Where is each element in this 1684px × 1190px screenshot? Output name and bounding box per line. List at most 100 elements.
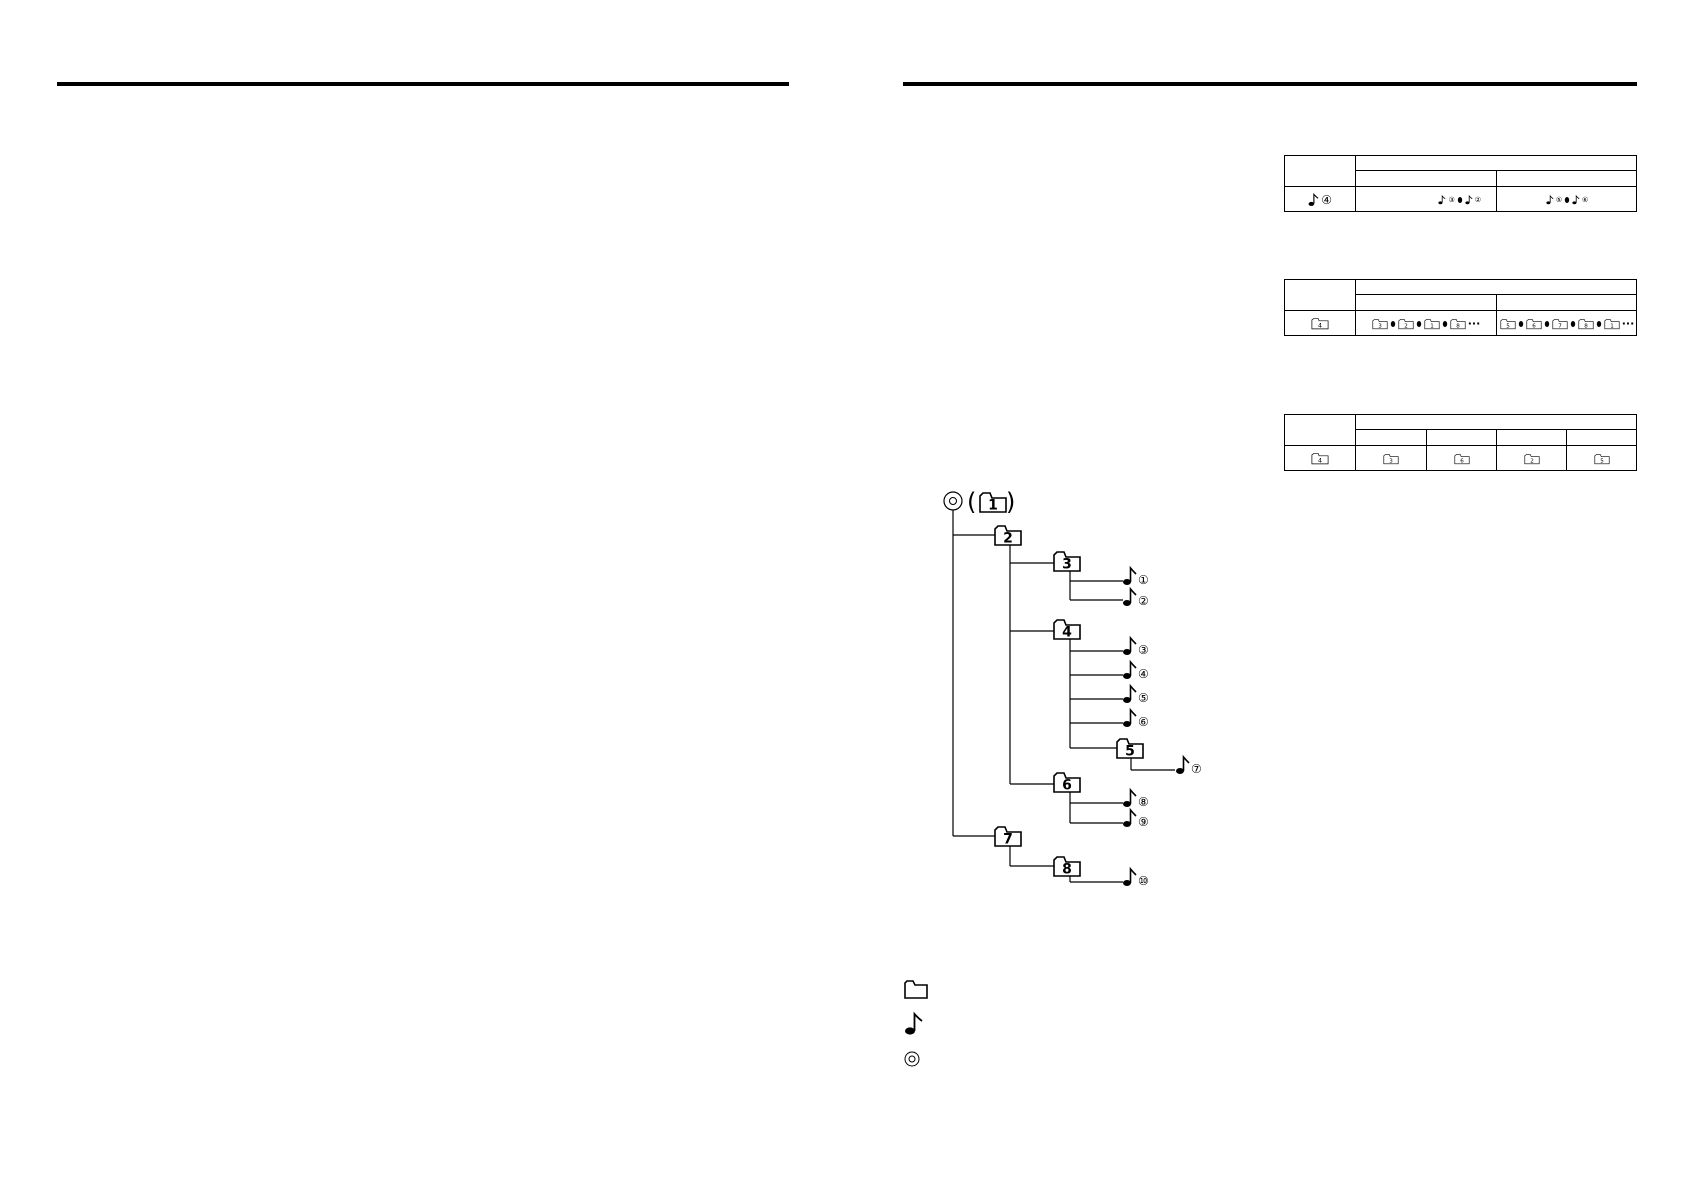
svg-text:⑦: ⑦ [1191,762,1202,776]
folder-icon: 5 [1594,453,1610,464]
track-file: ④ [1123,659,1149,681]
svg-text:3: 3 [1062,557,1072,573]
svg-text:8: 8 [1062,862,1072,878]
track-file: ① [1123,565,1149,587]
svg-text:5: 5 [1506,323,1510,329]
svg-text:2: 2 [1404,323,1408,329]
arrow-bullet-icon [1570,320,1575,327]
svg-text:3: 3 [1378,323,1382,329]
tree-folder-6: 6 [1053,772,1081,794]
svg-text:①: ① [1138,573,1149,587]
folder-icon: 6 [1526,318,1542,329]
folder-icon: 4 [1311,318,1329,329]
folder-icon [903,978,929,1004]
svg-text:(: ( [967,488,976,516]
table3-folder-cell: 5 [1567,446,1637,471]
svg-text:6: 6 [1062,778,1072,794]
svg-text:4: 4 [1062,625,1072,641]
root-folder-icon: 1 [979,492,1007,514]
table2-current-folder: 4 [1285,311,1355,336]
svg-text:2: 2 [1530,458,1534,464]
folder-icon: 1 [1604,318,1620,329]
folder-icon: 4 [1311,453,1329,464]
tree-folder-4: 4 [1053,619,1081,641]
arrow-bullet-icon [1416,320,1421,327]
folder-icon: 7 [1552,318,1568,329]
svg-text:5: 5 [1125,744,1135,760]
arrow-bullet-icon [1390,320,1395,327]
svg-text:4: 4 [1318,457,1322,464]
track-file: ⑨ [1123,807,1149,829]
folder-icon: 5 [1500,318,1516,329]
disc-icon [904,1051,920,1071]
tree-folder-5: 5 [1116,738,1144,760]
track-file: ⑥ [1123,707,1149,729]
svg-text:1: 1 [988,498,998,514]
track-file: ③ [1123,635,1149,657]
folder-select-table: 4 3 6 2 5 [1284,414,1637,471]
music-note-icon [1572,194,1580,204]
folder-icon: 3 [1372,318,1388,329]
svg-text:1: 1 [1610,323,1614,329]
tree-folder-2: 2 [994,525,1022,547]
track-file: ⑦ [1176,754,1202,776]
arrow-bullet-icon [1457,196,1462,203]
music-note-icon [1308,192,1319,206]
svg-text:5: 5 [1600,458,1604,464]
tree-folder-8: 8 [1053,856,1081,878]
arrow-bullet-icon [1564,196,1570,203]
svg-text:2: 2 [1003,531,1013,547]
arrow-bullet-icon [1544,320,1549,327]
svg-text:⑥: ⑥ [1138,715,1149,729]
svg-text:6: 6 [1532,323,1536,329]
table1-current-track: ④ [1285,187,1355,212]
svg-text:): ) [1006,488,1015,516]
svg-text:7: 7 [1558,323,1562,329]
svg-text:3: 3 [1389,458,1393,464]
svg-text:④: ④ [1138,667,1149,681]
svg-text:4: 4 [1318,322,1322,329]
table3-folder-cell: 2 [1497,446,1566,471]
folder-icon: 6 [1453,453,1470,464]
music-note-icon [1465,194,1473,204]
track-file: ⑩ [1123,866,1149,888]
folder-icon: 8 [1578,318,1594,329]
svg-text:②: ② [1138,594,1149,608]
track-file: ⑤ [1123,683,1149,705]
arrow-bullet-icon [1442,320,1447,327]
track-file: ② [1123,586,1149,608]
right-page-top-rule [903,82,1637,86]
table3-current-folder: 4 [1285,446,1355,471]
folder-icon: 2 [1398,318,1414,329]
tree-folder-7: 7 [994,826,1022,848]
left-page-top-rule [57,82,789,86]
music-note-icon [904,1011,924,1040]
tree-folder-3: 3 [1053,551,1081,573]
svg-text:6: 6 [1460,458,1464,464]
svg-text:⑩: ⑩ [1138,874,1149,888]
music-note-icon [1438,194,1446,204]
music-note-icon [1546,194,1554,204]
folder-icon: 1 [1424,318,1440,329]
svg-text:8: 8 [1584,323,1588,329]
svg-text:8: 8 [1456,323,1460,329]
folder-icon: 3 [1383,453,1399,464]
folder-icon: 8 [1450,318,1466,329]
svg-text:⑤: ⑤ [1138,691,1149,705]
disc-icon [943,491,963,511]
folder-icon: 2 [1523,453,1540,464]
svg-text:1: 1 [1430,323,1434,329]
svg-text:③: ③ [1138,643,1149,657]
svg-text:⑧: ⑧ [1138,795,1149,809]
table3-folder-cell: 3 [1356,446,1426,471]
svg-text:7: 7 [1003,832,1013,848]
arrow-bullet-icon [1518,320,1523,327]
table3-folder-cell: 6 [1427,446,1496,471]
